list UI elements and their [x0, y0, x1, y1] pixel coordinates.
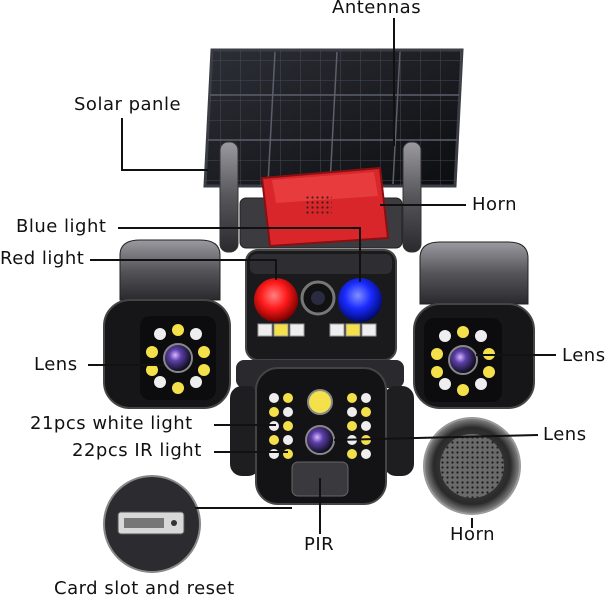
label-horn-bottom: Horn — [450, 524, 496, 545]
label-card-slot: Card slot and reset — [54, 578, 235, 599]
right-lens-cluster — [431, 326, 495, 396]
left-lens-cluster — [146, 324, 210, 394]
label-antennas: Antennas — [332, 0, 422, 18]
solar-panel-line — [121, 118, 208, 171]
strobe-leds — [257, 323, 377, 337]
label-red-light: Red light — [0, 248, 85, 269]
bottom-camera — [230, 360, 414, 505]
label-lens-left: Lens — [34, 354, 78, 375]
red-light-line — [90, 259, 277, 280]
label-lens-right: Lens — [562, 345, 606, 366]
solar-panel — [203, 48, 464, 188]
label-blue-light: Blue light — [16, 216, 107, 237]
callout-lines — [88, 18, 556, 534]
blue-light-line — [118, 227, 361, 282]
bottom-white-led-main — [307, 389, 333, 415]
label-lens-bottom: Lens — [543, 424, 587, 445]
left-camera — [103, 239, 231, 409]
label-ir-light: 22pcs IR light — [72, 440, 202, 461]
blue-light — [338, 278, 382, 322]
horn-inset — [423, 417, 521, 515]
red-light — [254, 278, 298, 322]
label-white-light: 21pcs white light — [30, 413, 193, 434]
card-slot-inset — [103, 475, 201, 573]
label-horn-top: Horn — [472, 194, 518, 215]
label-solar-panel: Solar panle — [74, 94, 182, 115]
bottom-led-array — [269, 393, 371, 459]
antennas — [219, 141, 422, 253]
horn-top — [260, 166, 390, 248]
lens-bottom-line — [333, 434, 539, 441]
right-camera — [413, 241, 535, 409]
label-pir: PIR — [304, 534, 335, 555]
bottom-lens — [305, 425, 335, 455]
